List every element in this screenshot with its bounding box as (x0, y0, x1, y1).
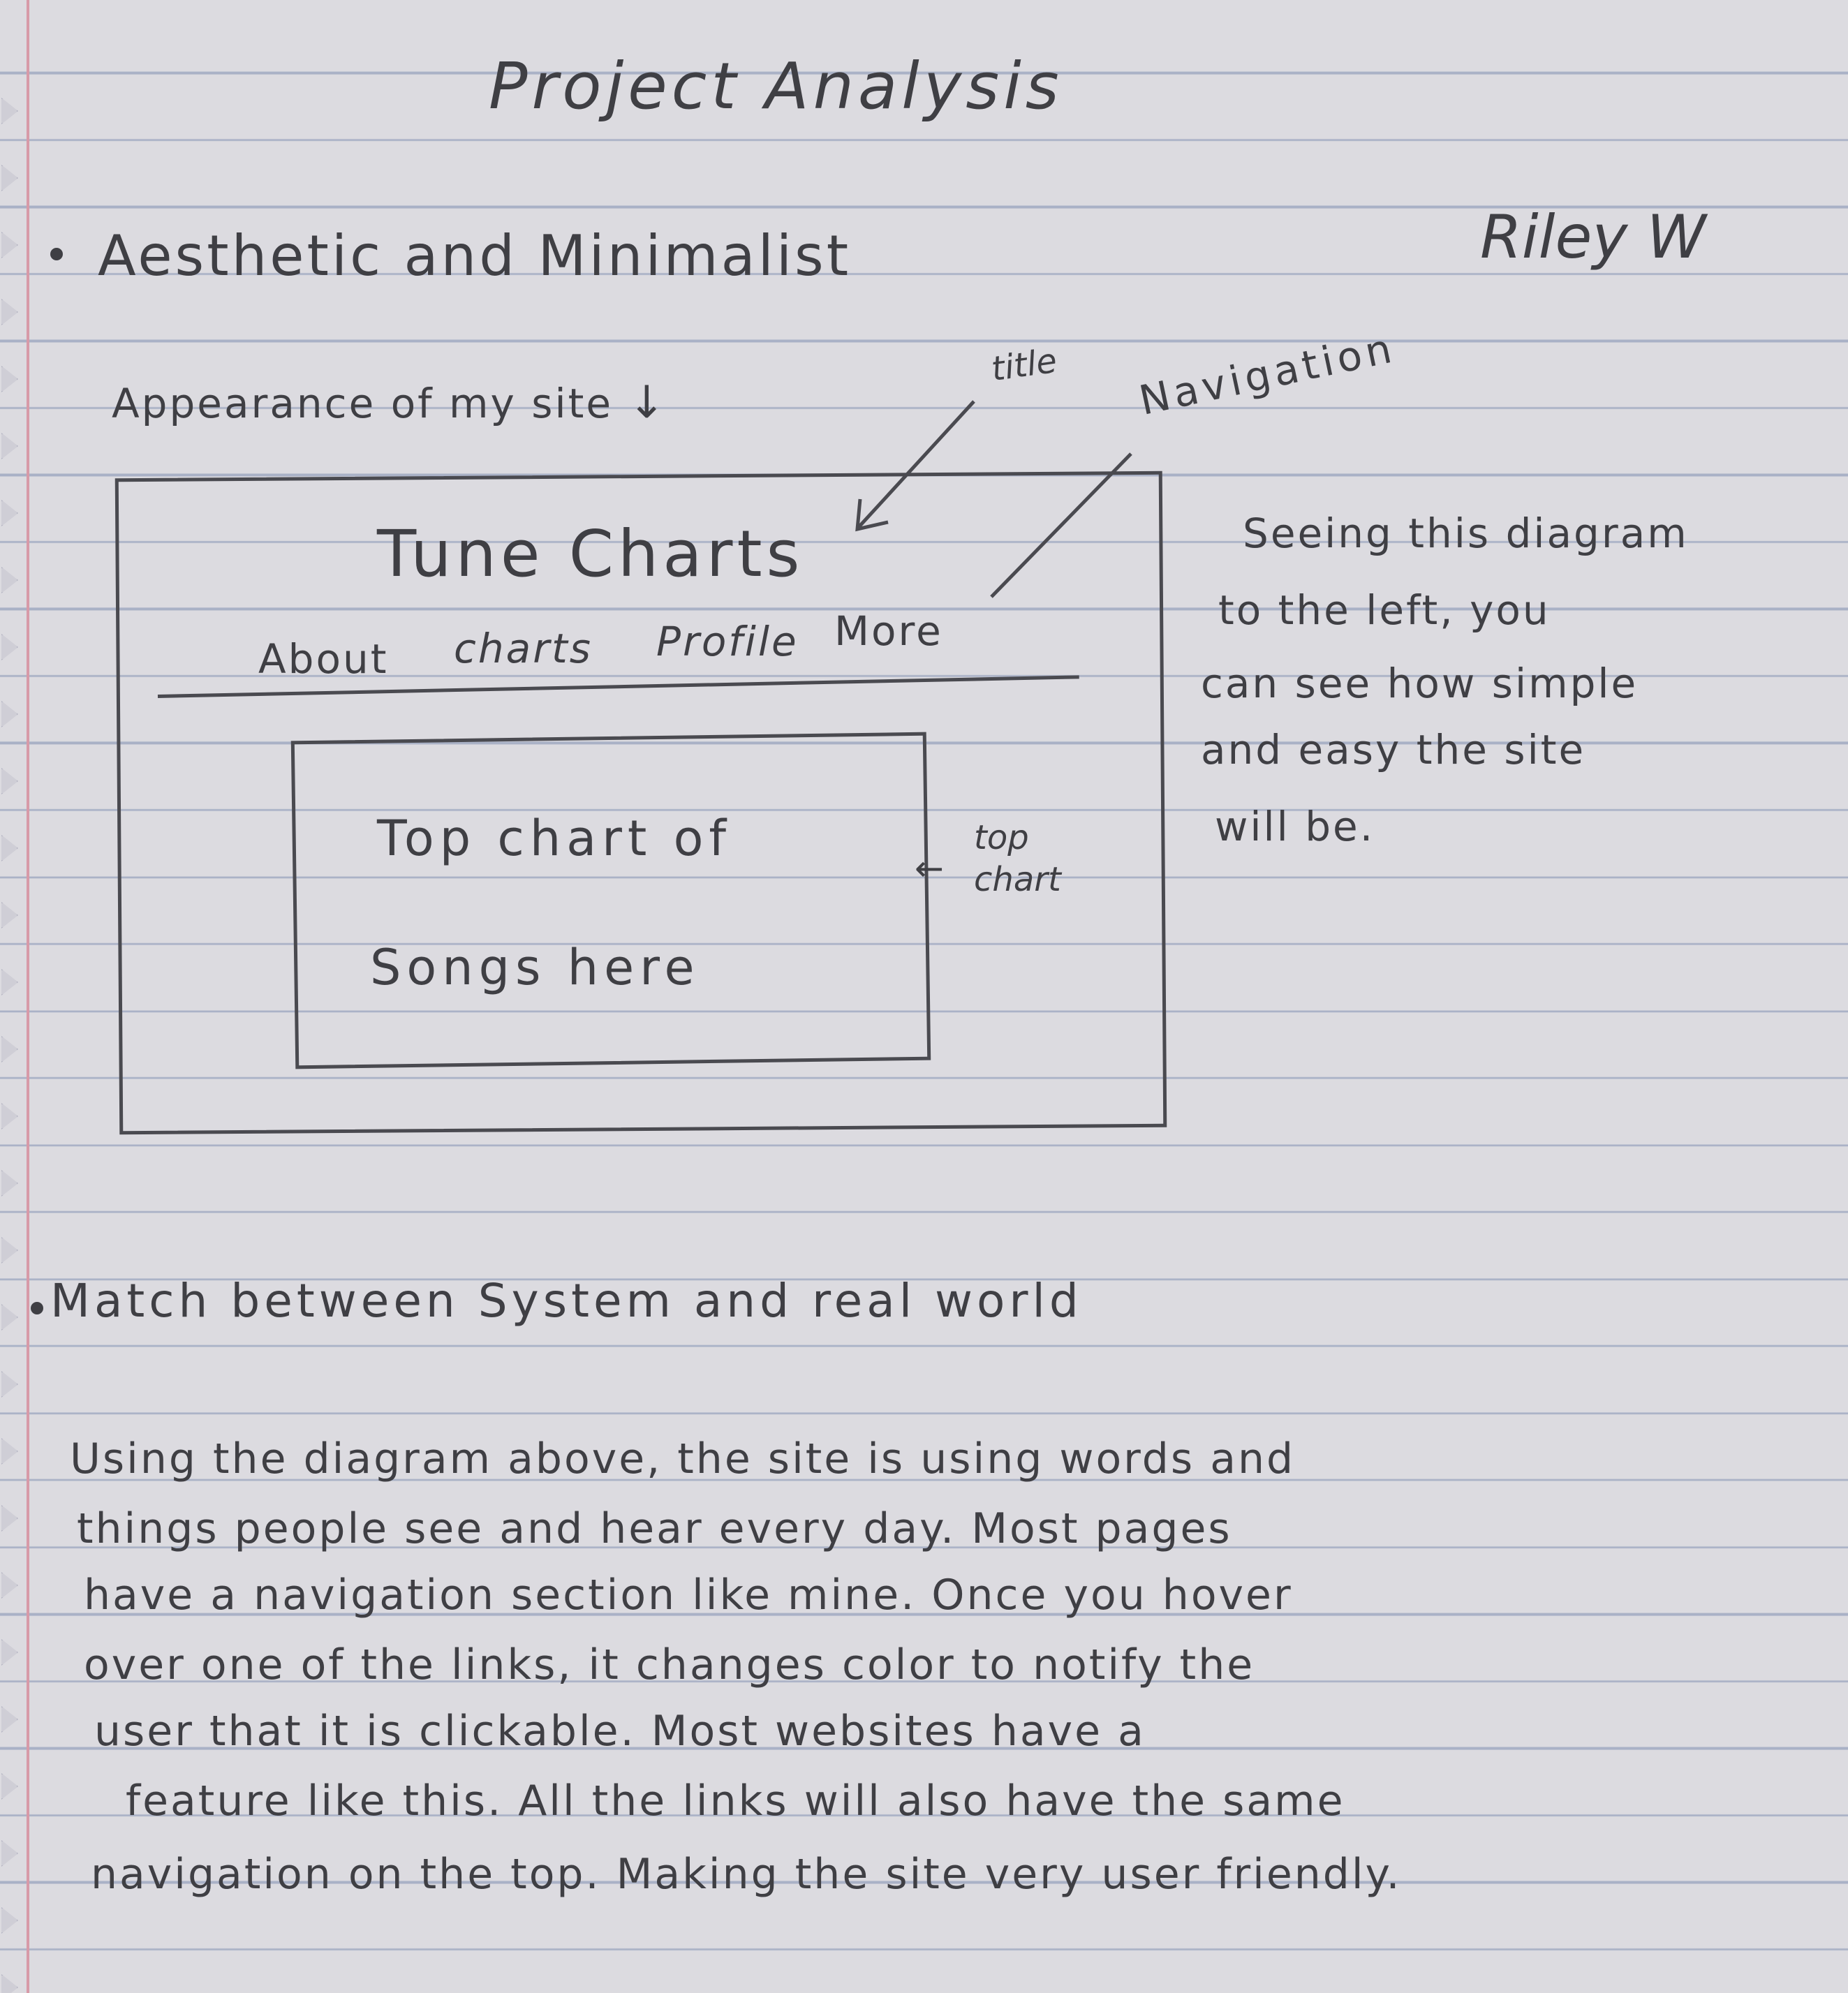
left-arrow-icon: ← (915, 848, 944, 889)
down-arrow-icon: ↓ (628, 377, 668, 429)
page-title: Project Analysis (489, 49, 1063, 124)
paragraph-line-7: navigation on the top. Making the site v… (91, 1850, 1402, 1899)
bullet-dot (31, 1302, 43, 1314)
paragraph-line-5: user that it is clickable. Most websites… (94, 1707, 1146, 1756)
paragraph-line-3: have a navigation section like mine. Onc… (84, 1571, 1293, 1620)
label-top-chart-line-1: top (974, 818, 1029, 857)
side-note-line-3: can see how simple (1201, 660, 1639, 707)
section1-heading: Aesthetic and Minimalist (98, 223, 852, 288)
sketch-content-line-2: Songs here (370, 939, 700, 996)
paragraph-line-6: feature like this. All the links will al… (126, 1777, 1345, 1825)
section2-heading: Match between System and real world (50, 1274, 1083, 1328)
title-arrow-line (857, 400, 975, 528)
side-note-line-4: and easy the site (1201, 726, 1586, 773)
sketch-nav-more: More (834, 607, 943, 655)
sketch-nav-charts: charts (454, 625, 593, 672)
author-name: Riley W (1480, 202, 1706, 272)
label-top-chart-line-2: chart (974, 860, 1061, 899)
intro-text: Appearance of my site (112, 380, 614, 427)
side-note-line-5: will be. (1215, 803, 1375, 850)
sketch-content-line-1: Top chart of (377, 810, 732, 867)
bullet-dot (50, 248, 63, 260)
section1-intro: Appearance of my site ↓ (112, 377, 667, 429)
paragraph-line-1: Using the diagram above, the site is usi… (70, 1435, 1296, 1483)
paragraph-line-4: over one of the links, it changes color … (84, 1640, 1255, 1689)
sketch-nav-profile: Profile (656, 618, 799, 665)
sketch-site-title: Tune Charts (377, 517, 804, 591)
margin-line (27, 0, 29, 1993)
side-note-line-1: Seeing this diagram (1243, 510, 1689, 557)
label-top-chart: top chart (974, 817, 1061, 901)
navigation-arrow-line (990, 452, 1132, 598)
title-arrow-head (855, 498, 889, 532)
sketch-nav-about: About (258, 635, 389, 683)
side-note-line-2: to the left, you (1218, 586, 1551, 634)
paragraph-line-2: things people see and hear every day. Mo… (77, 1504, 1232, 1553)
